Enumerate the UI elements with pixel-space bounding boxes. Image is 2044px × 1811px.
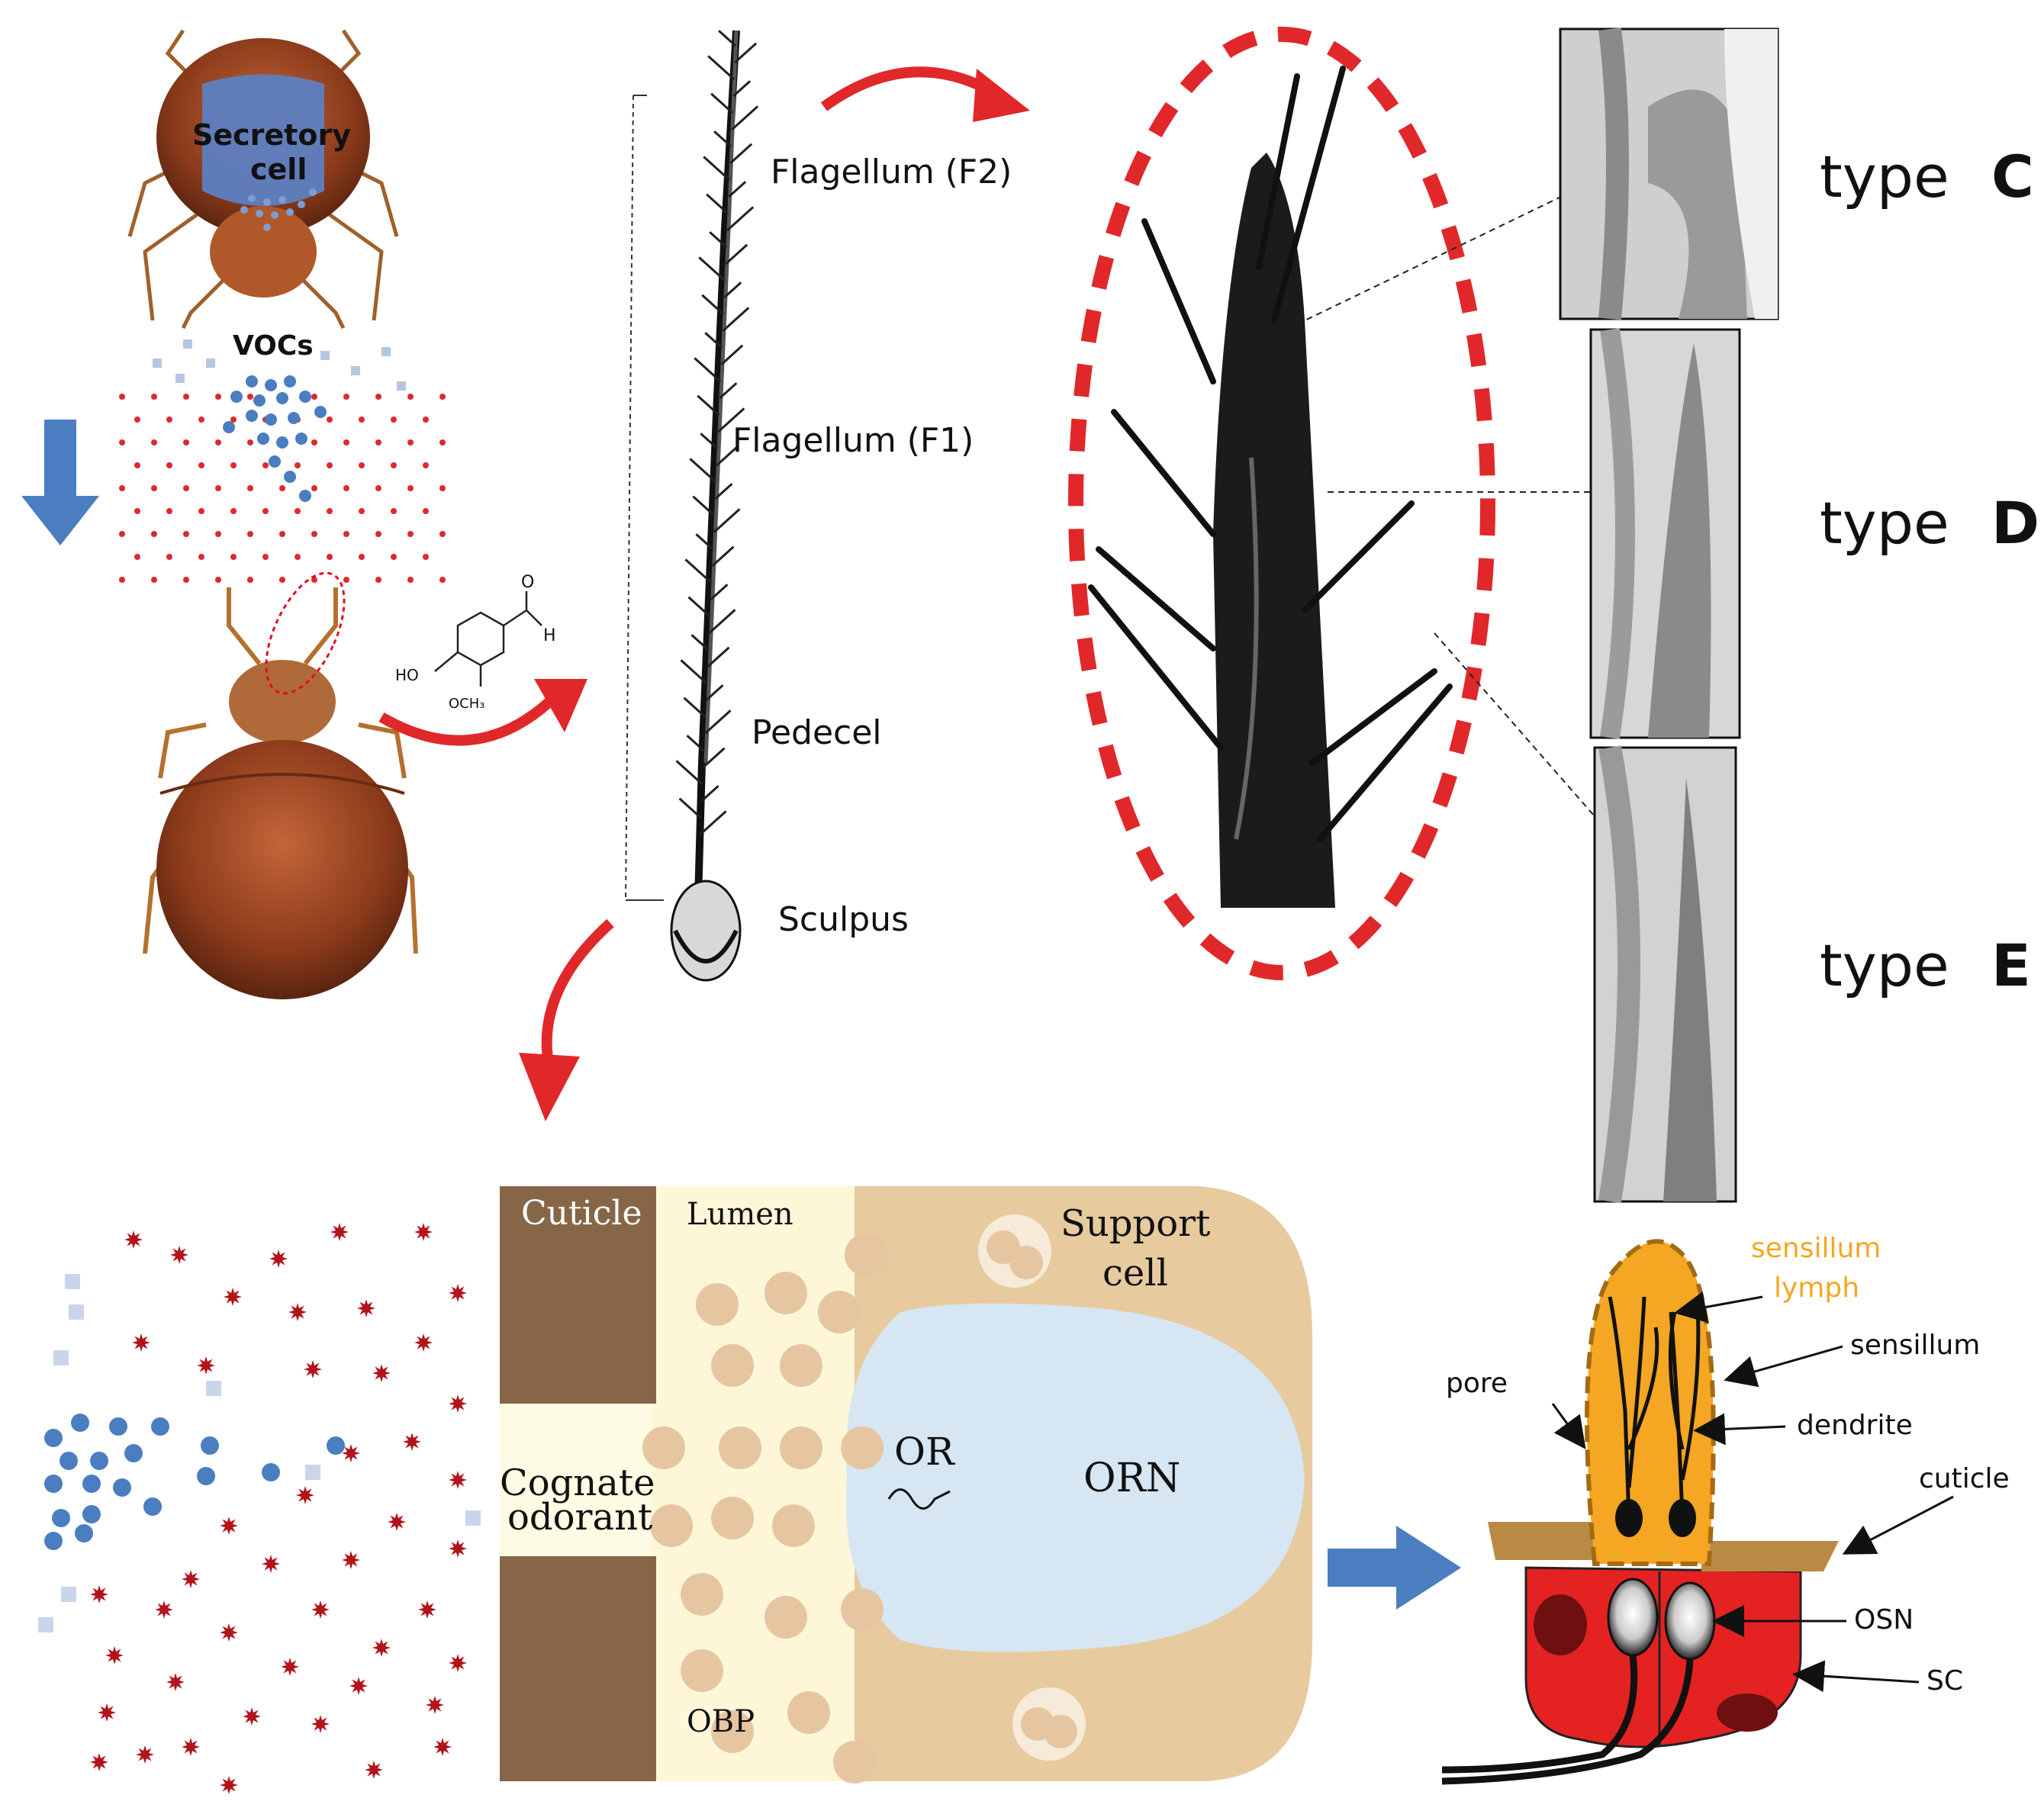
lumen-label: Lumen: [687, 1197, 793, 1232]
orn-label: ORN: [1083, 1456, 1180, 1501]
red-arrow-to-antenna: [378, 697, 553, 746]
micrograph-type-e: [1593, 745, 1737, 1204]
cuticle-block-bottom: [500, 1556, 656, 1781]
svg-text:E: E: [1991, 931, 2031, 999]
down-arrow-icon: [21, 420, 99, 545]
molecule-h: H: [543, 626, 556, 645]
lymph-label-2: lymph: [1774, 1272, 1859, 1304]
voc-cloud: [119, 339, 446, 583]
antenna-illustration: [625, 30, 759, 982]
secretory-cell-region: [202, 74, 324, 206]
or-label: OR: [894, 1430, 955, 1474]
orn-region: [845, 1303, 1305, 1652]
pore-label: pore: [1446, 1368, 1508, 1399]
secretory-dots: [240, 188, 317, 231]
label-pedecel: Pedecel: [752, 713, 882, 752]
lymph-label-1: sensillum: [1751, 1233, 1881, 1264]
obp-label: OBP: [687, 1704, 755, 1739]
osn-label: OSN: [1854, 1604, 1914, 1636]
zoomed-antenna-tip: [1068, 27, 1495, 980]
antenna-highlight: [265, 571, 346, 695]
vocs-label: VOCs: [233, 330, 314, 362]
support-cell-label-1: Support: [1061, 1202, 1210, 1245]
label-flagellum-f1: Flagellum (F1): [732, 421, 974, 460]
cuticle-right-label: cuticle: [1919, 1463, 2010, 1494]
micrograph-type-d: [1589, 328, 1741, 739]
cell-diagram: [500, 1186, 1312, 1784]
cognate-label-1: Cognate: [500, 1462, 655, 1504]
micrograph-type-c: [1559, 27, 1779, 320]
svg-text:C: C: [1991, 143, 2034, 211]
type-label-c: type C: [1820, 143, 2034, 211]
sensillum-label: sensillum: [1850, 1330, 1980, 1361]
molecule-ho: HO: [395, 666, 419, 684]
type-label-d: type D: [1820, 489, 2039, 557]
svg-text:type: type: [1820, 143, 1949, 211]
svg-text:type: type: [1820, 489, 1949, 557]
molecule-och3: OCH₃: [449, 696, 485, 712]
bedbug-bottom: [143, 571, 418, 999]
molecule-o: O: [521, 573, 534, 592]
svg-text:D: D: [1991, 489, 2039, 557]
type-label-e: type E: [1820, 931, 2031, 999]
support-cell-label-2: cell: [1102, 1252, 1168, 1295]
svg-text:type: type: [1820, 931, 1949, 999]
vanillin-molecule: [434, 591, 542, 687]
red-arrow-to-zoom: [820, 66, 995, 111]
cuticle-block-top: [500, 1186, 656, 1404]
sc-label: SC: [1927, 1665, 1963, 1697]
label-flagellum-f2: Flagellum (F2): [771, 153, 1012, 191]
cuticle-label: Cuticle: [521, 1194, 642, 1233]
sensillum-diagram: [1441, 1239, 1839, 1785]
right-arrow-icon: [1328, 1526, 1461, 1610]
label-sculpus: Sculpus: [778, 900, 909, 939]
red-arrow-to-cell: [541, 918, 614, 1070]
dendrite-label: dendrite: [1797, 1410, 1913, 1441]
cognate-label-2: odorant: [507, 1496, 652, 1539]
